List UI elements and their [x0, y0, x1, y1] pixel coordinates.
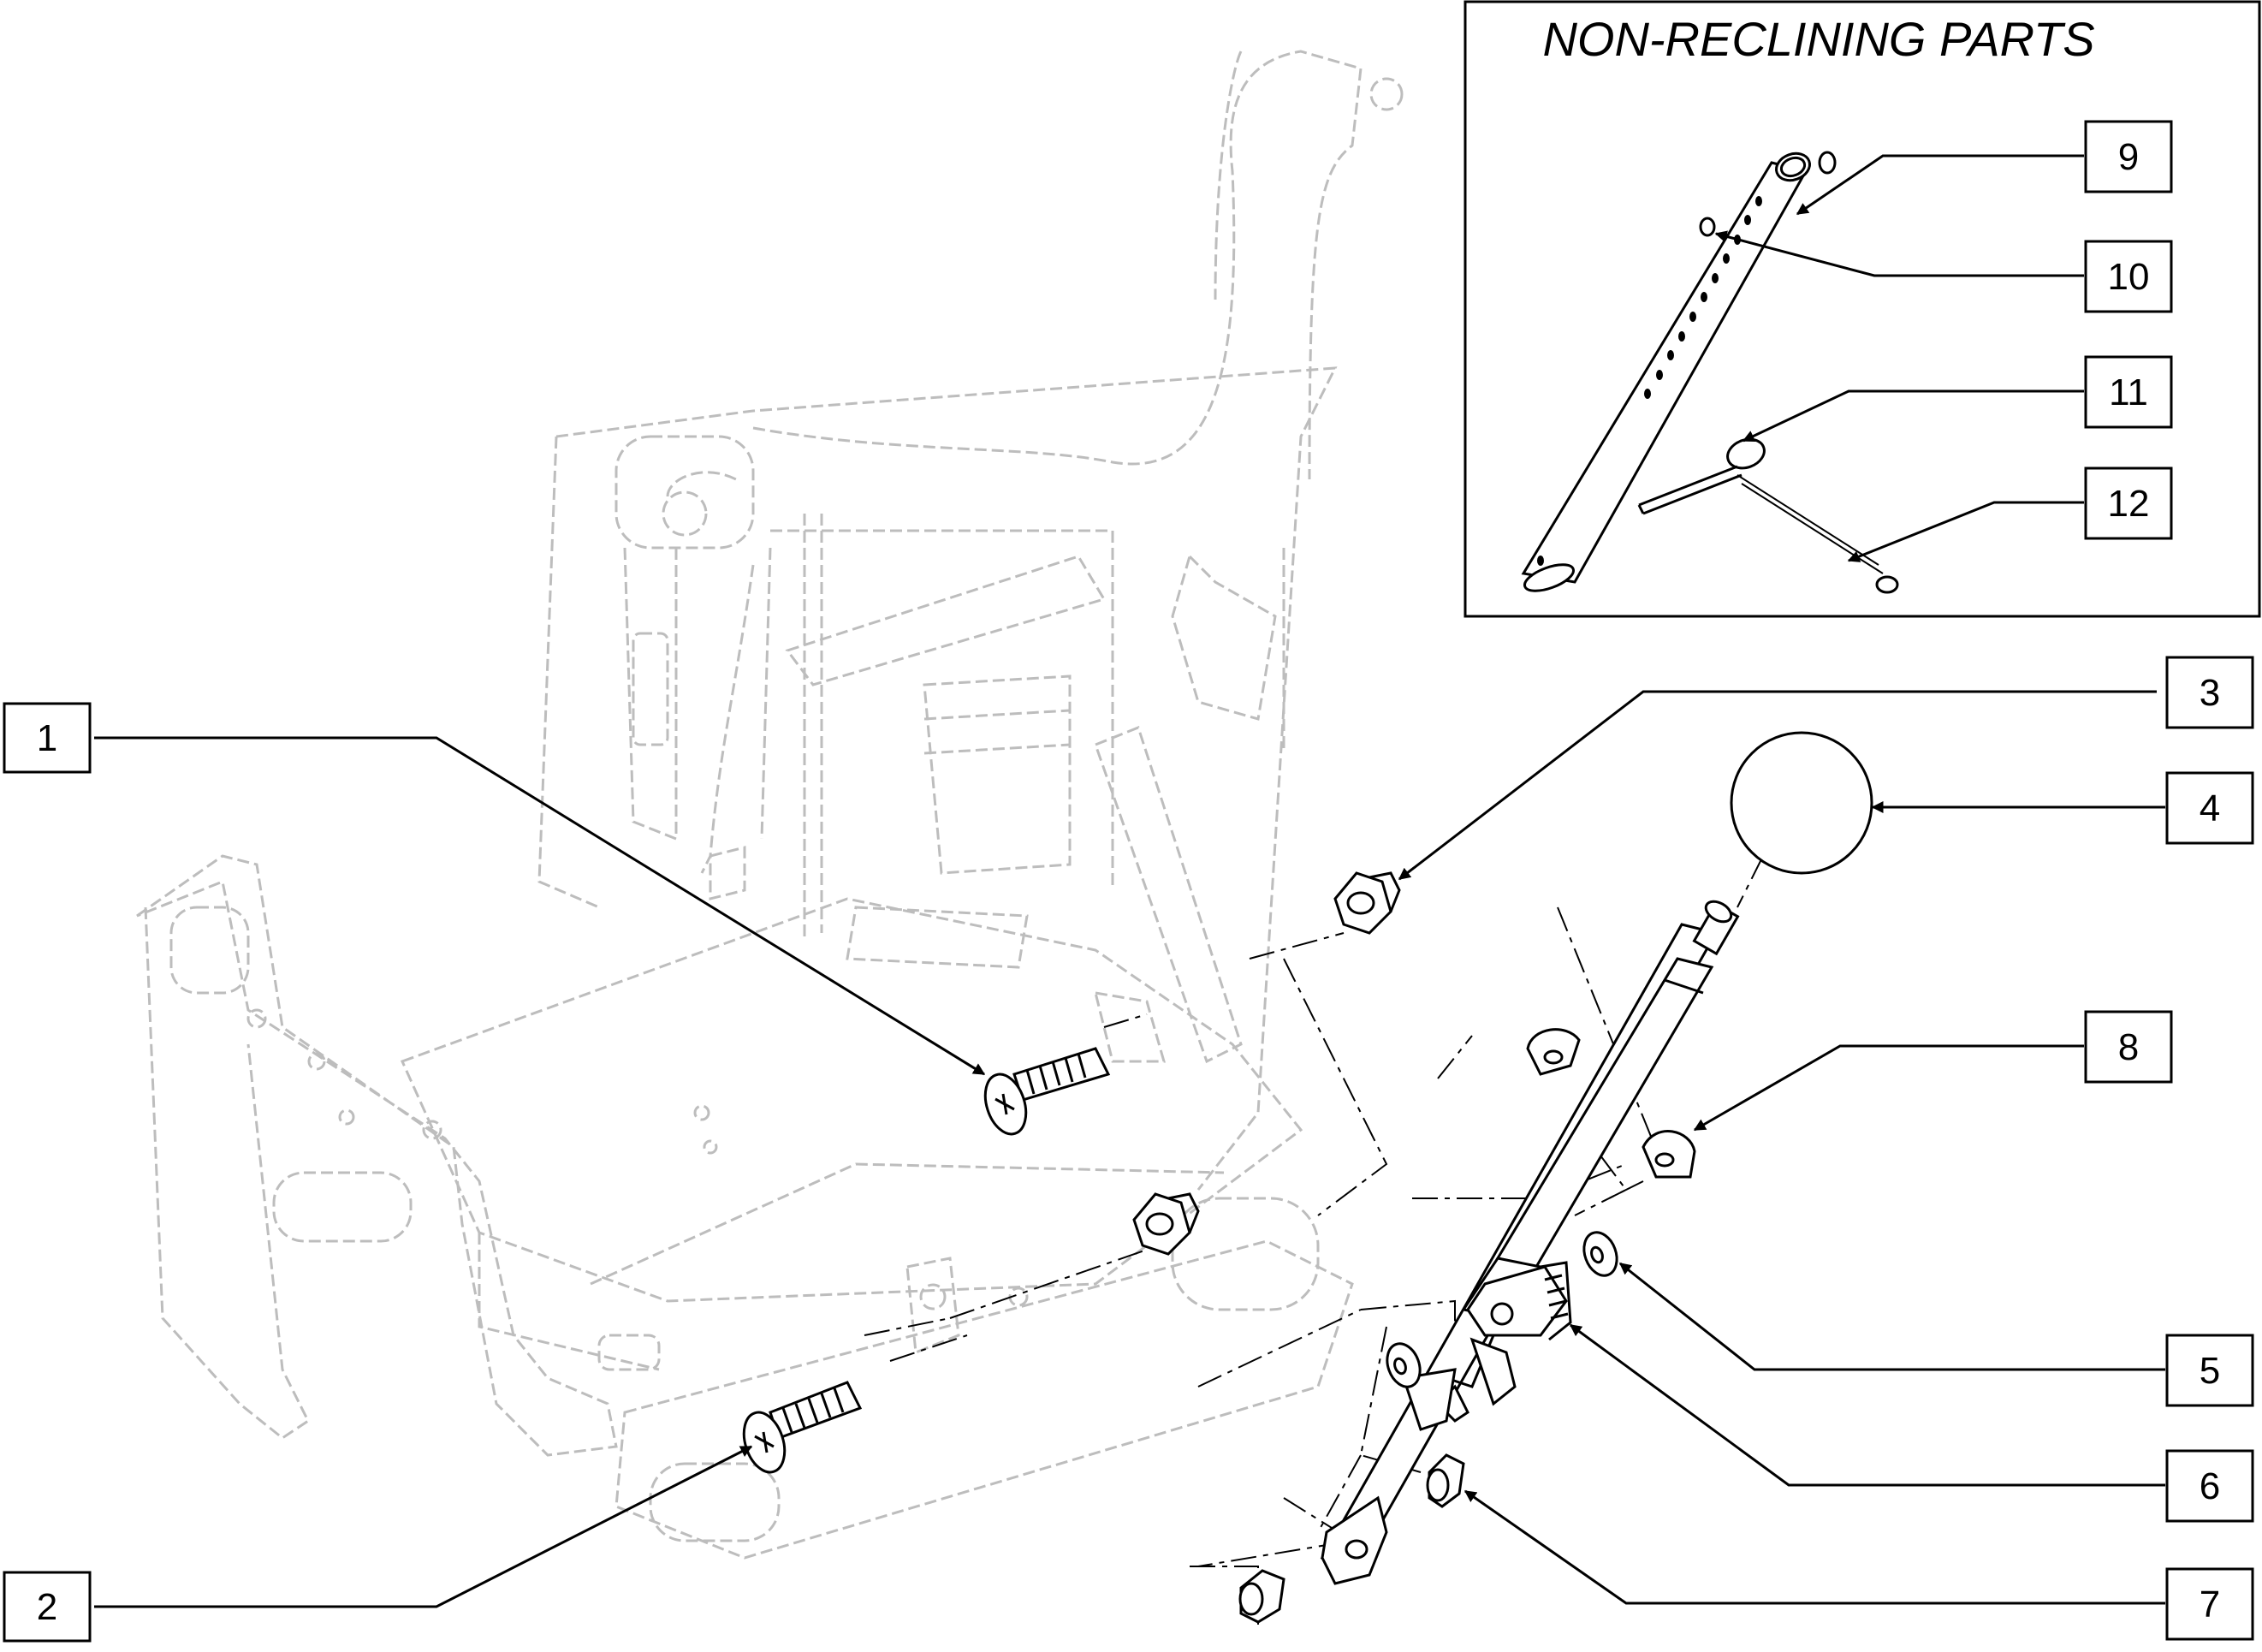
callout-7: 7 — [2165, 1567, 2254, 1641]
part-11-pin-with-ring — [1637, 437, 1766, 515]
svg-text:12: 12 — [2108, 483, 2150, 525]
leader-5 — [1618, 1262, 2165, 1371]
svg-text:11: 11 — [2109, 371, 2148, 413]
leader-10 — [1714, 230, 2084, 277]
svg-text:8: 8 — [2118, 1026, 2139, 1068]
part-7-spacer-lower — [1238, 1569, 1285, 1624]
callout-2: 2 — [3, 1571, 92, 1643]
callout-11: 11 — [2084, 355, 2173, 429]
callout-4: 4 — [2165, 771, 2254, 845]
callout-10: 10 — [2084, 240, 2173, 313]
leader-3 — [1398, 690, 2157, 881]
callout-5: 5 — [2165, 1334, 2254, 1407]
leader-lines — [94, 154, 2165, 1608]
tube-holes — [1537, 196, 1762, 566]
svg-text:3: 3 — [2200, 672, 2220, 714]
leader-2 — [94, 1445, 753, 1608]
callout-3: 3 — [2165, 656, 2254, 729]
part-10-small-washer — [1699, 217, 1716, 237]
svg-text:5: 5 — [2200, 1350, 2220, 1392]
part-6-shock-body — [1320, 900, 1740, 1585]
washer-left — [1386, 1342, 1422, 1388]
part-5-washer — [1582, 1231, 1618, 1277]
part-9-end-washer — [1818, 151, 1837, 175]
part-7-spacer-upper — [1426, 1453, 1465, 1508]
svg-text:4: 4 — [2200, 787, 2220, 829]
callout-boxes: 1 2 3 4 5 6 7 8 — [3, 120, 2254, 1643]
nut-lower — [1132, 1192, 1200, 1256]
leader-8 — [1693, 1044, 2084, 1132]
inset-title: NON-RECLINING PARTS — [1542, 12, 2094, 66]
callout-6: 6 — [2165, 1449, 2254, 1523]
svg-text:10: 10 — [2108, 256, 2150, 298]
part-9-tube — [1521, 152, 1811, 592]
leader-11 — [1742, 389, 2084, 443]
leader-1 — [94, 736, 986, 1076]
callout-9: 9 — [2084, 120, 2173, 193]
wheelchair-frame-ghost — [136, 50, 1404, 1560]
leader-12 — [1847, 501, 2084, 562]
part-8-clamp-lower — [1642, 1130, 1696, 1179]
svg-text:9: 9 — [2118, 136, 2139, 178]
part-2-screw-lower — [742, 1381, 863, 1474]
leader-7 — [1463, 1489, 2165, 1605]
leader-9 — [1796, 154, 2084, 216]
assembly-centerlines — [864, 855, 1764, 1626]
part-3-nut-upper — [1333, 871, 1401, 935]
leader-6 — [1569, 1323, 2165, 1487]
svg-text:1: 1 — [37, 717, 57, 759]
callout-12: 12 — [2084, 466, 2173, 540]
callout-1: 1 — [3, 702, 92, 774]
part-4-round-cap — [1730, 731, 1873, 875]
svg-text:6: 6 — [2200, 1465, 2220, 1507]
part-8-clamp-upper — [1526, 1028, 1581, 1076]
svg-text:2: 2 — [37, 1586, 57, 1628]
callout-8: 8 — [2084, 1010, 2173, 1084]
svg-text:7: 7 — [2200, 1584, 2220, 1625]
part-1-screw-upper — [983, 1047, 1111, 1136]
